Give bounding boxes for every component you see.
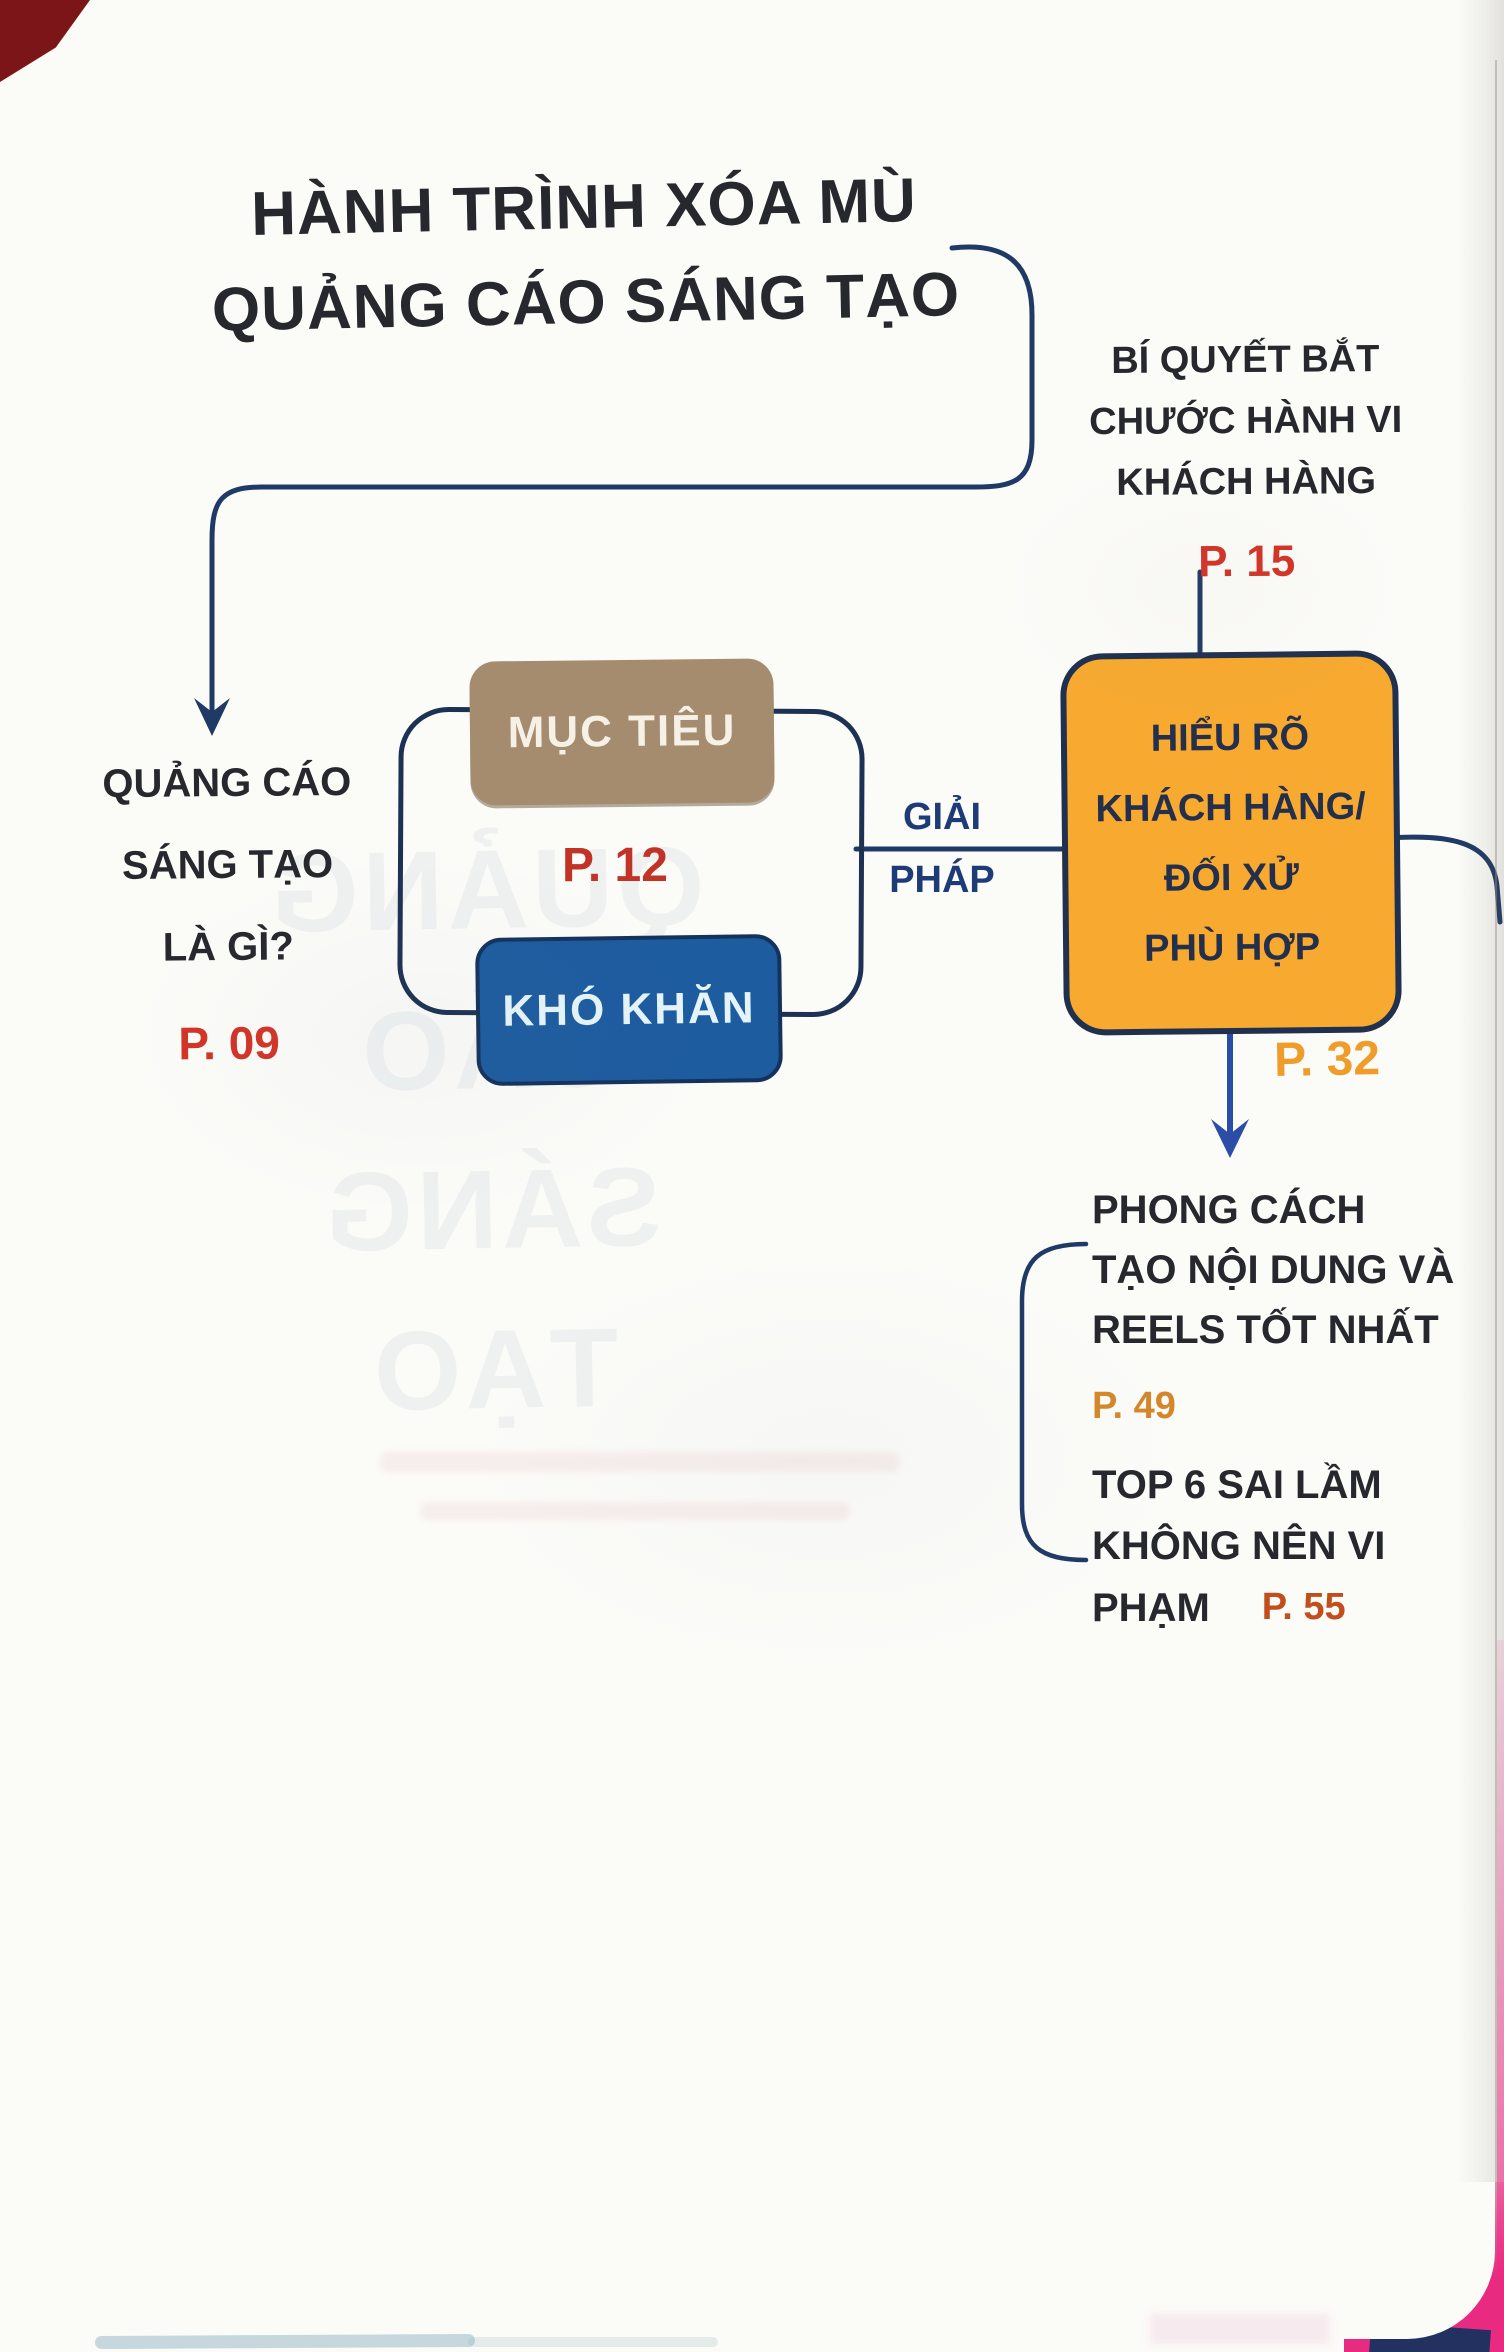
edge-label-line: GIẢI <box>902 796 982 838</box>
node-label-line: ĐỐI XỬ <box>1163 856 1300 900</box>
edge-label-giai-phap: GIẢI PHÁP <box>862 790 1022 908</box>
ghost-bleed-bar <box>420 1502 850 1520</box>
node-muc-tieu: MỤC TIÊU <box>469 658 775 806</box>
node-label-line: PHÙ HỢP <box>1143 926 1321 970</box>
node-label-line: QUẢNG CÁO <box>102 759 352 807</box>
page-ref-32: P. 32 <box>1273 1032 1381 1087</box>
cover-magenta-sliver <box>1497 1640 1504 2352</box>
node-label-line: TOP 6 SAI LẦM <box>1092 1463 1382 1507</box>
page-ref-12: P. 12 <box>562 839 668 892</box>
node-phong-cach-reels: PHONG CÁCH TẠO NỘI DUNG VÀ REELS TỐT NHẤ… <box>1092 1180 1492 1436</box>
bottom-right-corner <box>1344 2182 1504 2352</box>
node-label-line: KHÁCH HÀNG/ <box>1095 785 1366 831</box>
node-label-line: HIỂU RÕ <box>1150 716 1310 760</box>
page-ref-49: P. 49 <box>1092 1385 1176 1427</box>
node-label-line: PHẠM P. 55 <box>1092 1577 1492 1639</box>
node-kho-khan: KHÓ KHĂN <box>474 933 784 1087</box>
node-bi-quyet: BÍ QUYẾT BẮT CHƯỚC HÀNH VI KHÁCH HÀNG P.… <box>1065 329 1427 594</box>
node-hieu-ro-khach-hang: HIỂU RÕ KHÁCH HÀNG/ ĐỐI XỬ PHÙ HỢP <box>1060 650 1402 1036</box>
node-label-line: SÁNG TẠO <box>121 842 334 888</box>
wire-hieu-ro-to-right-edge <box>1385 834 1503 925</box>
top-left-corner-decoration <box>0 0 90 82</box>
node-label-line: KHÁCH HÀNG <box>1116 460 1377 504</box>
bottom-edge-faint-strip <box>468 2337 718 2347</box>
node-label-line: PHẠM <box>1092 1586 1210 1630</box>
bottom-edge-blue-strip <box>94 2334 476 2349</box>
node-label-line: KHÔNG NÊN VI <box>1092 1524 1386 1568</box>
node-label-line: CHƯỚC HÀNH VI <box>1089 398 1403 444</box>
page-title: HÀNH TRÌNH XÓA MÙ QUẢNG CÁO SÁNG TẠO <box>168 151 1002 358</box>
page-title-line1: HÀNH TRÌNH XÓA MÙ <box>250 166 918 249</box>
bottom-edge-pink-smudge <box>1150 2314 1330 2344</box>
node-label-line: TẠO NỘI DUNG VÀ <box>1092 1248 1455 1292</box>
page-ref-15: P. 15 <box>1197 536 1296 587</box>
node-top6-sai-lam: TOP 6 SAI LẦM KHÔNG NÊN VI PHẠM P. 55 <box>1092 1455 1492 1639</box>
node-label-line: PHONG CÁCH <box>1092 1188 1366 1232</box>
wire-hieu-ro-down-arrow <box>1211 1021 1249 1158</box>
node-label-line: REELS TỐT NHẤT <box>1092 1308 1439 1352</box>
node-label: MỤC TIÊU <box>507 705 737 758</box>
ghost-bleed-bar <box>380 1452 900 1472</box>
ghost-line: SÁNG TẠO <box>320 1144 663 1435</box>
bracket-bottom-right <box>1019 1241 1089 1563</box>
page-title-line2: QUẢNG CÁO SÁNG TẠO <box>211 260 961 345</box>
node-label-line: LÀ GÌ? <box>162 924 295 970</box>
node-label-line: BÍ QUYẾT BẮT <box>1111 338 1380 382</box>
page-ref-09: P. 09 <box>178 1016 281 1070</box>
page-ref-55: P. 55 <box>1261 1586 1346 1628</box>
node-label: KHÓ KHĂN <box>502 983 756 1036</box>
edge-label-line: PHÁP <box>889 859 995 901</box>
node-what-is-creative-advertising: QUẢNG CÁO SÁNG TẠO LÀ GÌ? P. 09 <box>77 741 380 1086</box>
